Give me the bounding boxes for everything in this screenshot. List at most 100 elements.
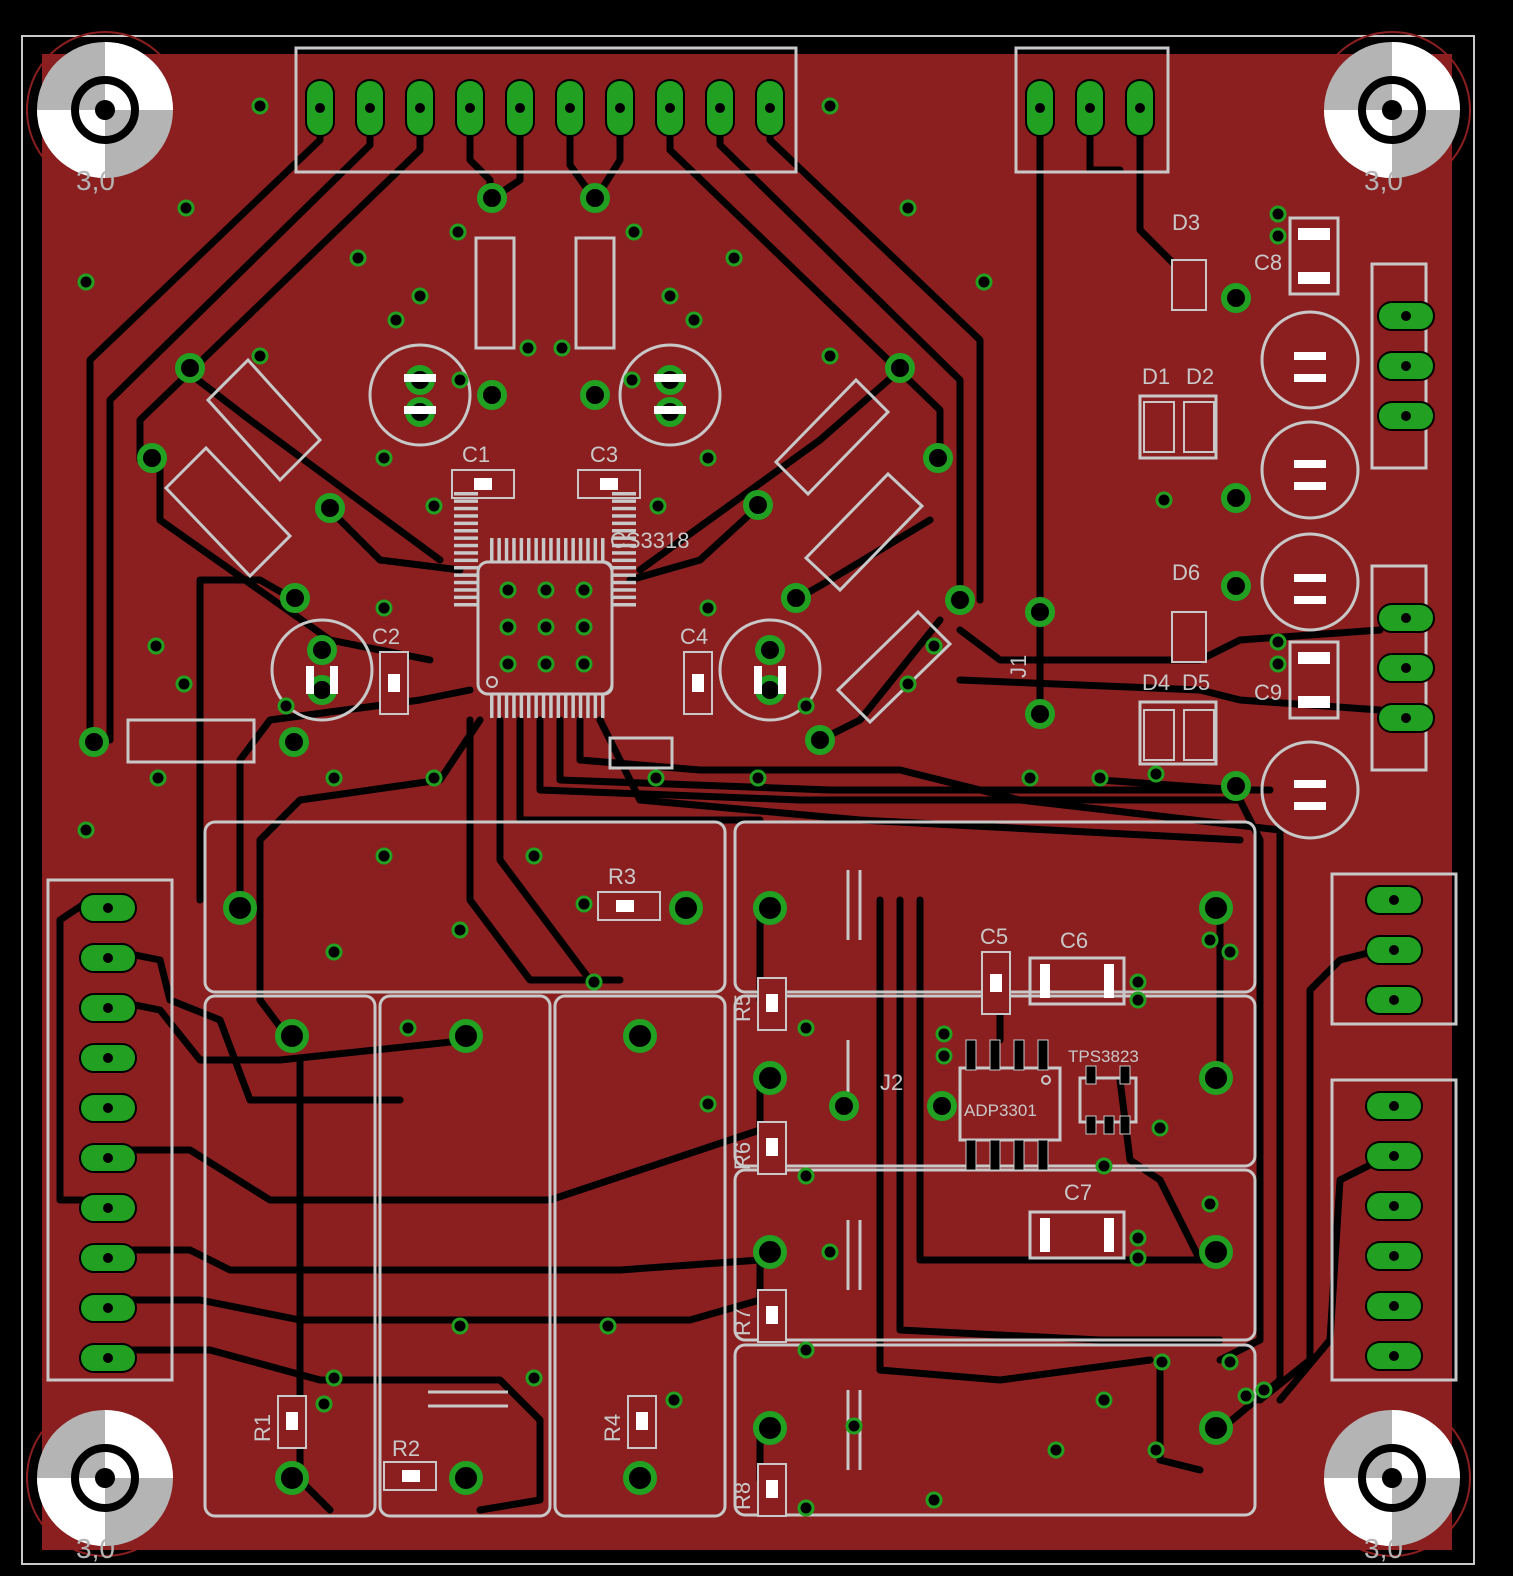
label-d1: D1	[1142, 364, 1170, 389]
qfn-pin	[490, 538, 494, 562]
smd-copper	[286, 228, 1330, 1498]
label-r7: R7	[730, 1308, 755, 1336]
qfn-pin	[612, 492, 636, 496]
mount-hole-tr	[1313, 31, 1471, 189]
qfn-pin	[534, 538, 538, 562]
qfn-pin	[497, 694, 501, 718]
qfn-pin	[497, 538, 501, 562]
qfn-pin	[556, 538, 561, 562]
qfn-pin	[504, 694, 509, 718]
qfn-pin	[454, 595, 478, 600]
qfn-pin	[541, 538, 546, 562]
mount-hole-tl	[26, 31, 184, 189]
connector-drills	[103, 103, 1411, 1363]
qfn-pin	[586, 694, 590, 718]
qfn-pin	[527, 694, 531, 718]
qfn-pin	[454, 580, 478, 585]
label-c6: C6	[1060, 928, 1088, 953]
label-r8: R8	[730, 1482, 755, 1510]
qfn-pin	[527, 538, 531, 562]
label-c7: C7	[1064, 1180, 1092, 1205]
qfn-pin	[549, 538, 553, 562]
label-j1: J1	[1006, 655, 1031, 678]
label-r2: R2	[392, 1436, 420, 1461]
mount-label-tr: 3,0	[1364, 165, 1403, 196]
qfn-pin	[556, 694, 561, 718]
qfn-pin	[612, 580, 636, 585]
label-r4: R4	[600, 1414, 625, 1442]
label-cs3318: CS3318	[610, 528, 690, 553]
qfn-pin	[454, 499, 478, 503]
label-j2: J2	[880, 1070, 903, 1095]
label-r3: R3	[608, 864, 636, 889]
qfn-pin	[454, 573, 478, 577]
qfn-pin	[454, 529, 478, 533]
label-d2: D2	[1186, 364, 1214, 389]
qfn-pin	[586, 538, 590, 562]
label-adp3301: ADP3301	[964, 1101, 1037, 1120]
vias	[77, 97, 1287, 1517]
qfn-pin	[454, 566, 478, 570]
label-c2: C2	[372, 624, 400, 649]
qfn-pin	[601, 538, 605, 562]
qfn-pin	[564, 538, 568, 562]
qfn-pin	[454, 543, 478, 548]
mount-label-br: 3,0	[1364, 1533, 1403, 1564]
label-tps3823: TPS3823	[1068, 1047, 1139, 1066]
label-d6: D6	[1172, 560, 1200, 585]
qfn-pin	[612, 566, 636, 570]
qfn-pin	[571, 538, 575, 562]
qfn-pin	[612, 543, 636, 548]
qfn-pin	[454, 514, 478, 518]
label-r5: R5	[730, 994, 755, 1022]
qfn-pin	[612, 573, 636, 577]
qfn-pin	[612, 588, 636, 592]
label-d4: D4	[1142, 670, 1170, 695]
label-c9: C9	[1254, 680, 1282, 705]
qfn-pin	[454, 558, 478, 563]
qfn-pin	[578, 694, 583, 718]
qfn-pin	[512, 538, 516, 562]
qfn-pin	[454, 492, 478, 496]
qfn-pin	[612, 595, 636, 600]
mount-label-bl: 3,0	[76, 1533, 115, 1564]
qfn-pin	[504, 538, 509, 562]
polarity-marks	[306, 352, 1326, 810]
mount-hole-bl	[26, 1399, 184, 1557]
label-c3: C3	[590, 442, 618, 467]
smd-pads	[277, 259, 1215, 1517]
qfn-pin	[578, 538, 583, 562]
qfn-pin	[601, 694, 605, 718]
qfn-pin	[612, 558, 636, 563]
qfn-pin	[612, 499, 636, 503]
qfn-pin	[612, 551, 636, 555]
qfn-pin	[612, 514, 636, 518]
qfn-pin	[612, 506, 636, 511]
cs3318-chip	[454, 492, 636, 718]
qfn-pin	[612, 521, 636, 526]
qfn-pin	[454, 603, 478, 607]
label-c8: C8	[1254, 250, 1282, 275]
tps3823-chip	[1085, 1065, 1131, 1135]
label-d3: D3	[1172, 210, 1200, 235]
silkscreen	[46, 46, 1458, 1518]
qfn-pin	[519, 694, 524, 718]
mount-label-tl: 3,0	[76, 165, 115, 196]
qfn-pin	[564, 694, 568, 718]
qfn-pin	[571, 694, 575, 718]
qfn-pin	[454, 588, 478, 592]
qfn-pin	[612, 536, 636, 540]
qfn-pin	[534, 694, 538, 718]
label-r6: R6	[730, 1142, 755, 1170]
label-d5: D5	[1182, 670, 1210, 695]
qfn-pin	[512, 694, 516, 718]
qfn-pin	[454, 536, 478, 540]
mounting-holes	[26, 31, 1471, 1557]
qfn-pin	[612, 603, 636, 607]
qfn-pin	[549, 694, 553, 718]
label-r1: R1	[250, 1414, 275, 1442]
qfn-pin	[541, 694, 546, 718]
adp3301-chip	[965, 1039, 1051, 1171]
qfn-pin	[612, 529, 636, 533]
